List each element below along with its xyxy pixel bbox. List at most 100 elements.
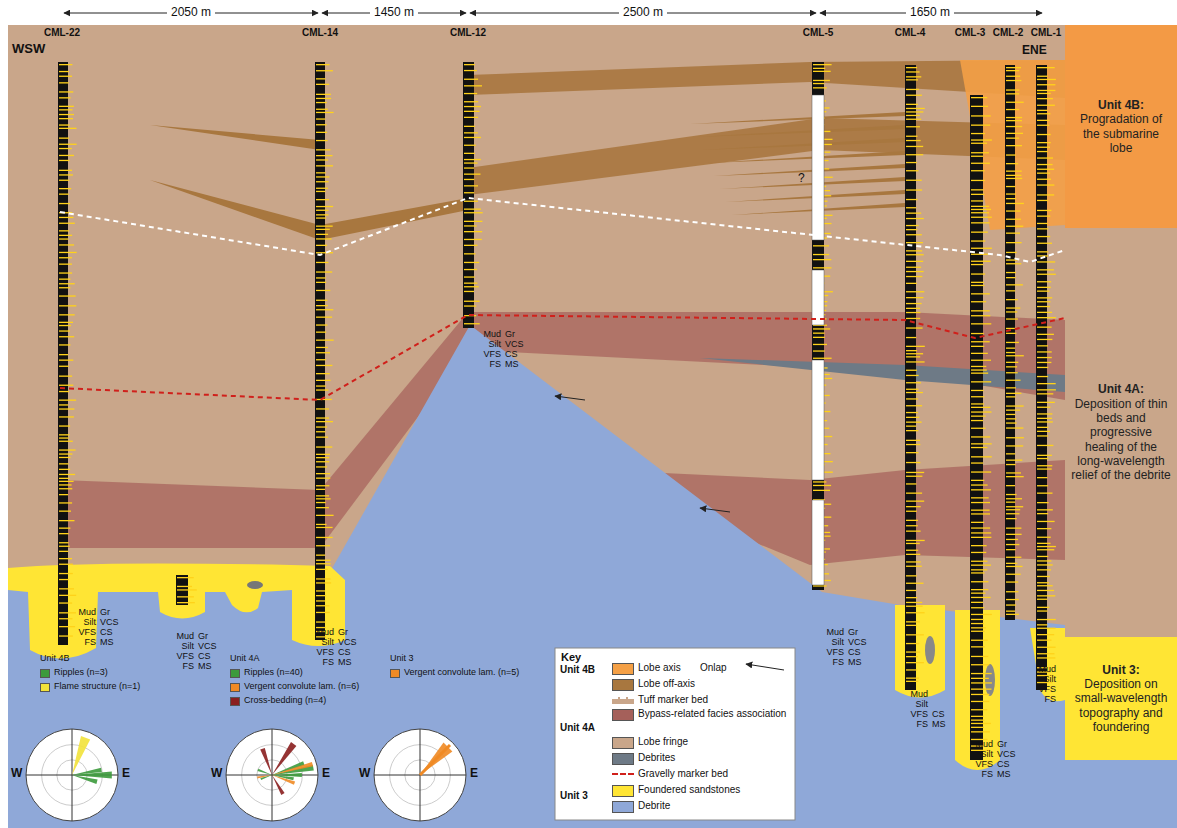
sand-bed bbox=[1006, 534, 1022, 535]
sand-bed bbox=[1006, 126, 1022, 127]
sand-bed bbox=[971, 597, 991, 598]
sand-bed bbox=[906, 350, 917, 351]
sand-bed bbox=[971, 139, 992, 140]
sand-bed bbox=[1037, 142, 1051, 143]
legend-text: Gravelly marker bed bbox=[638, 768, 728, 779]
well-name: CML-12 bbox=[450, 27, 486, 38]
sand-bed bbox=[971, 709, 987, 710]
sand-bed bbox=[59, 441, 73, 442]
sand-bed bbox=[1006, 611, 1015, 612]
sand-bed bbox=[59, 295, 76, 296]
sand-bed bbox=[1006, 210, 1021, 211]
sand-bed bbox=[1037, 477, 1048, 478]
sand-bed bbox=[59, 238, 68, 239]
sand-bed bbox=[906, 483, 917, 484]
sand-bed bbox=[906, 213, 921, 214]
query-mark: ? bbox=[798, 172, 805, 185]
sand-bed bbox=[906, 154, 923, 155]
rose-circle bbox=[26, 729, 118, 821]
sand-bed bbox=[971, 513, 990, 514]
sand-bed bbox=[906, 506, 921, 507]
sand-bed bbox=[1006, 566, 1023, 567]
sand-bed bbox=[316, 226, 333, 227]
sand-bed bbox=[1037, 628, 1056, 629]
sand-bed bbox=[971, 731, 990, 732]
sand-bed bbox=[813, 267, 832, 268]
sand-bed bbox=[1037, 445, 1053, 446]
sand-bed bbox=[906, 444, 920, 445]
sand-bed bbox=[971, 170, 985, 171]
sand-bed bbox=[59, 160, 70, 161]
sand-bed bbox=[59, 457, 71, 458]
sand-bed bbox=[906, 476, 922, 477]
sand-bed bbox=[464, 126, 475, 127]
sand-bed bbox=[316, 545, 330, 546]
sand-bed bbox=[316, 78, 326, 79]
legend-text: Ripples (n=3) bbox=[54, 668, 108, 678]
sand-bed bbox=[316, 582, 331, 583]
sand-bed bbox=[906, 119, 921, 120]
sand-bed bbox=[906, 189, 922, 190]
sand-bed bbox=[906, 71, 920, 72]
sand-bed bbox=[1037, 647, 1056, 648]
sand-bed bbox=[316, 290, 330, 291]
sand-bed bbox=[316, 199, 329, 200]
sand-bed bbox=[1037, 351, 1052, 352]
sand-bed bbox=[1006, 355, 1024, 356]
sand-bed bbox=[1037, 125, 1049, 126]
sand-bed bbox=[1037, 194, 1054, 195]
sand-bed bbox=[971, 502, 990, 503]
sand-bed bbox=[59, 469, 70, 470]
legend-text: Onlap bbox=[700, 662, 727, 673]
sand-bed bbox=[1037, 76, 1048, 77]
debrite-ground bbox=[1065, 760, 1177, 828]
grain-size-label: Mud bbox=[483, 330, 501, 340]
legend-text: Lobe axis bbox=[638, 662, 681, 673]
log-column bbox=[905, 65, 916, 690]
sand-bed bbox=[59, 264, 72, 265]
sand-bed bbox=[906, 308, 920, 309]
sand-bed bbox=[59, 336, 74, 337]
sand-bed bbox=[316, 359, 326, 360]
sand-bed bbox=[906, 337, 916, 338]
grain-size-label: VCS bbox=[100, 618, 119, 628]
sand-bed bbox=[971, 602, 983, 603]
sand-bed bbox=[59, 546, 70, 547]
unit-label: Unit 4B bbox=[40, 654, 70, 664]
sand-bed bbox=[906, 543, 920, 544]
sand-bed bbox=[971, 209, 991, 210]
sand-bed bbox=[59, 91, 73, 92]
sand-bed bbox=[316, 454, 330, 455]
sand-bed bbox=[316, 417, 329, 418]
sand-bed bbox=[971, 180, 985, 181]
sand-bed bbox=[971, 631, 985, 632]
sand-bed bbox=[971, 106, 988, 107]
sand-bed bbox=[1037, 427, 1048, 428]
sand-bed bbox=[906, 327, 923, 328]
sand-bed bbox=[464, 79, 478, 80]
grain-size-label: VFS bbox=[78, 628, 96, 638]
sand-bed bbox=[316, 431, 326, 432]
sand-bed bbox=[906, 662, 924, 663]
sand-bed bbox=[464, 185, 478, 186]
sand-bed bbox=[971, 293, 990, 294]
sand-bed bbox=[906, 472, 924, 473]
sand-bed bbox=[464, 209, 481, 210]
unit-description: Progradation of the submarine lobe bbox=[1071, 112, 1171, 155]
sand-bed bbox=[464, 159, 481, 160]
sand-bed bbox=[316, 498, 331, 499]
sand-bed bbox=[316, 373, 330, 374]
sand-bed bbox=[316, 165, 333, 166]
sand-bed bbox=[971, 222, 990, 223]
sand-bed bbox=[1006, 372, 1018, 373]
sand-bed bbox=[59, 520, 75, 521]
sand-bed bbox=[1006, 362, 1018, 363]
mean-arrow bbox=[420, 745, 450, 775]
sand-bed bbox=[971, 565, 991, 566]
sand-bed bbox=[906, 651, 920, 652]
sand-bed bbox=[906, 462, 920, 463]
sand-bed bbox=[906, 318, 920, 319]
sand-bed bbox=[971, 396, 984, 397]
sand-bed bbox=[316, 473, 330, 474]
sand-bed bbox=[59, 106, 74, 107]
